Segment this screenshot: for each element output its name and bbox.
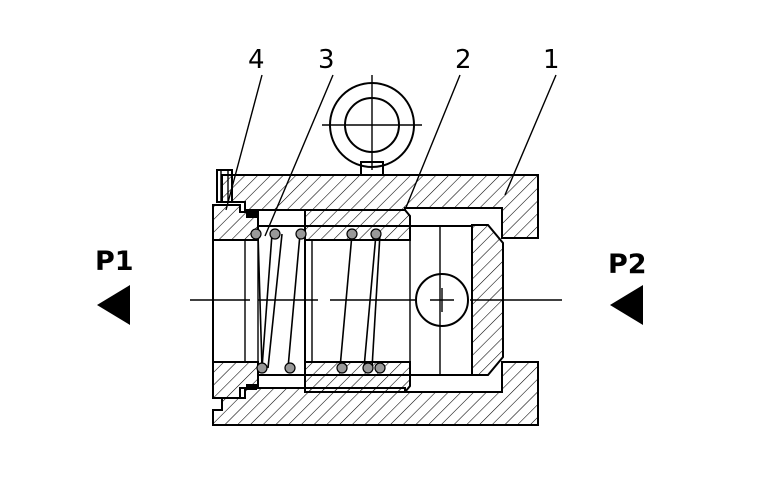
port-p2-arrow-icon (610, 285, 643, 325)
side-port (415, 273, 469, 327)
piston-top (304, 209, 411, 241)
callout-3: 3 (318, 45, 335, 75)
port-p1-label: P1 (95, 246, 134, 277)
eye-fitting (322, 75, 422, 176)
callout-4: 4 (248, 45, 265, 75)
leader-lines (225, 74, 557, 237)
port-p2-label: P2 (608, 249, 647, 280)
piston-bottom (304, 361, 411, 393)
spring-inner (336, 228, 386, 374)
piston (304, 209, 411, 393)
callout-2: 2 (455, 45, 472, 75)
housing-top-wall (221, 174, 539, 239)
spring-outer (250, 228, 307, 374)
port-p1-arrow-icon (97, 285, 130, 325)
callout-1: 1 (543, 45, 560, 75)
